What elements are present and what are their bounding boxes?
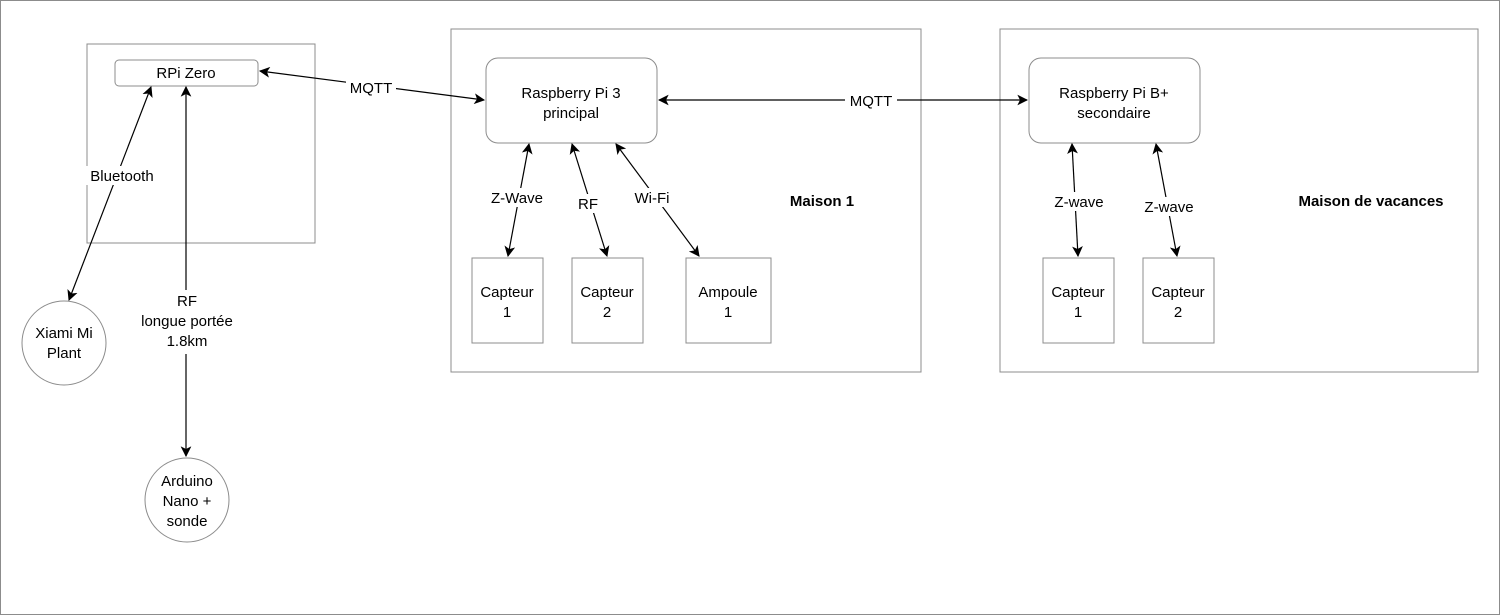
node-capteur1-vacances-line2: 1 xyxy=(1074,304,1082,321)
group-maison1 xyxy=(450,28,922,373)
node-arduino-line2: Nano + xyxy=(163,493,212,510)
node-capteur2-vacances-line1: Capteur xyxy=(1151,284,1204,301)
node-xiaomi-line1: Xiami Mi xyxy=(35,325,93,342)
node-rpi3-line2: principal xyxy=(543,105,599,122)
node-rpi-zero-label: RPi Zero xyxy=(156,65,215,82)
edge-label-zwave-vacances2: Z-wave xyxy=(1144,199,1193,216)
node-xiaomi[interactable]: Xiami Mi Plant xyxy=(21,300,107,386)
group-label-maison1: Maison 1 xyxy=(790,193,854,210)
node-arduino-line3: sonde xyxy=(167,513,208,530)
node-ampoule1-maison1[interactable]: Ampoule 1 xyxy=(685,257,772,344)
node-rpib-line2: secondaire xyxy=(1077,105,1150,122)
edge-label-wifi-maison1: Wi-Fi xyxy=(635,190,670,207)
edge-bluetooth[interactable] xyxy=(67,85,153,302)
node-rpi3[interactable]: Raspberry Pi 3 principal xyxy=(485,57,658,144)
node-capteur2-maison1-line2: 2 xyxy=(603,304,611,321)
edge-label-rf-line3: 1.8km xyxy=(167,333,208,350)
edge-label-rf-maison1: RF xyxy=(578,196,598,213)
group-maison-vacances xyxy=(999,28,1479,373)
node-xiaomi-line2: Plant xyxy=(47,345,82,362)
node-capteur1-vacances[interactable]: Capteur 1 xyxy=(1042,257,1115,344)
edge-label-zwave-vacances1: Z-wave xyxy=(1054,194,1103,211)
edge-label-bluetooth: Bluetooth xyxy=(90,168,153,185)
node-capteur1-vacances-line1: Capteur xyxy=(1051,284,1104,301)
node-capteur2-vacances-line2: 2 xyxy=(1174,304,1182,321)
node-capteur1-maison1[interactable]: Capteur 1 xyxy=(471,257,544,344)
node-rpi-zero[interactable]: RPi Zero xyxy=(114,59,259,87)
node-capteur2-maison1-line1: Capteur xyxy=(580,284,633,301)
node-ampoule1-maison1-line2: 1 xyxy=(724,304,732,321)
group-label-maison-vacances: Maison de vacances xyxy=(1298,193,1443,210)
edge-label-rf-line1: RF xyxy=(177,293,197,310)
node-arduino[interactable]: Arduino Nano + sonde xyxy=(144,457,230,543)
edge-label-rf-line2: longue portée xyxy=(141,313,233,330)
edge-label-mqtt-left: MQTT xyxy=(350,80,393,97)
node-capteur2-maison1[interactable]: Capteur 2 xyxy=(571,257,644,344)
node-capteur2-vacances[interactable]: Capteur 2 xyxy=(1142,257,1215,344)
edge-label-mqtt-right: MQTT xyxy=(850,93,893,110)
node-capteur1-maison1-line1: Capteur xyxy=(480,284,533,301)
node-ampoule1-maison1-line1: Ampoule xyxy=(698,284,757,301)
node-rpi3-line1: Raspberry Pi 3 xyxy=(521,85,620,102)
edge-label-zwave-maison1: Z-Wave xyxy=(491,190,543,207)
node-rpib[interactable]: Raspberry Pi B+ secondaire xyxy=(1028,57,1201,144)
node-rpib-line1: Raspberry Pi B+ xyxy=(1059,85,1169,102)
node-arduino-line1: Arduino xyxy=(161,473,213,490)
node-capteur1-maison1-line2: 1 xyxy=(503,304,511,321)
